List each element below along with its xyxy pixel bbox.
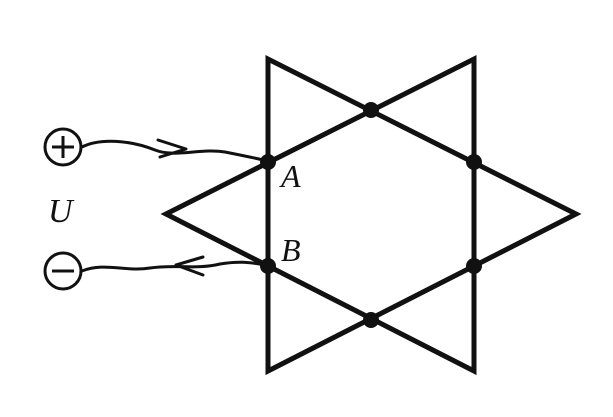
star-figure [160,54,582,376]
positive-terminal: + [43,127,83,167]
arrow-out-of-b [174,255,205,277]
positive-lead-wire [81,139,269,163]
junction-b [260,258,276,274]
junction-dots [260,102,482,328]
arrow-into-a [156,138,188,159]
left-pointing-triangle [160,54,477,376]
current-arrows [156,138,205,277]
node-a-label: A [279,158,301,194]
upward-triangle [268,59,576,371]
node-b-label: B [281,232,301,268]
junction-bottom [363,312,379,328]
negative-lead-wire [81,260,269,273]
voltage-label: U [48,193,75,230]
junction-lower-right [466,258,482,274]
junction-top [363,102,379,118]
junction-a [260,154,276,170]
negative-terminal: − [43,251,83,291]
right-pointing-triangle [265,54,582,376]
junction-upper-right [466,154,482,170]
